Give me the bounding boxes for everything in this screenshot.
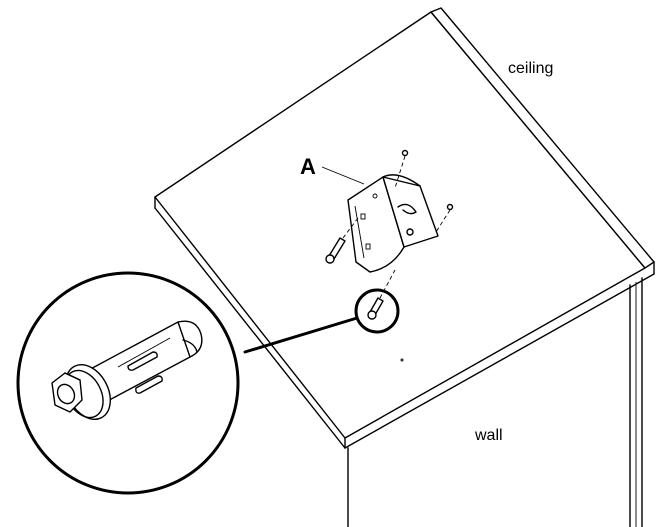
part-leader-line	[321, 166, 365, 185]
expansion-anchor-icon	[51, 320, 203, 420]
ceiling-label: ceiling	[508, 60, 553, 77]
wall	[347, 277, 643, 527]
mounting-bracket-icon	[347, 174, 439, 273]
part-label: A	[300, 154, 316, 179]
screws	[325, 149, 454, 362]
wall-label: wall	[474, 427, 503, 444]
